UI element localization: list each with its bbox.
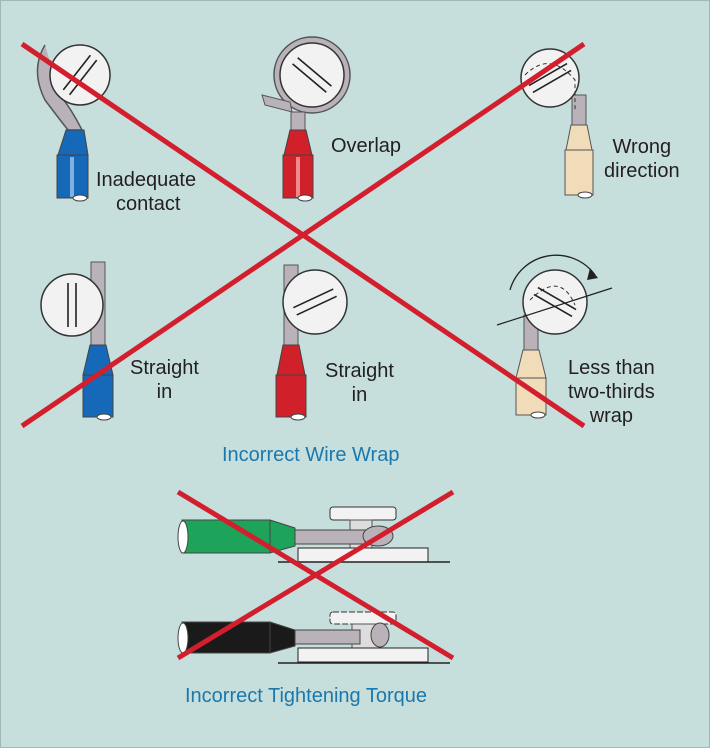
screw-head-icon <box>520 48 580 108</box>
caption-incorrect-tightening-torque: Incorrect Tightening Torque <box>185 685 428 707</box>
label-wrong-direction: Wrong direction <box>604 135 680 183</box>
label-line: Wrong <box>612 136 672 158</box>
label-line: Straight <box>325 360 394 382</box>
label-line: two-thirds <box>568 381 655 403</box>
wire-less-than-two-thirds <box>496 254 613 419</box>
label-straight-in-2: Straight in <box>325 359 394 407</box>
screw-head-icon <box>329 506 397 521</box>
screw-head-icon <box>49 44 111 106</box>
label-line: in <box>351 384 368 406</box>
screw-head-icon <box>282 269 348 335</box>
screw-head-icon <box>522 269 588 335</box>
rotation-arrow-icon <box>509 254 596 291</box>
screw-head-icon <box>40 273 104 337</box>
label-overlap: Overlap <box>331 134 401 158</box>
label-line: wrap <box>589 405 634 427</box>
wire-straight-in-red <box>275 264 348 421</box>
label-inadequate-contact: Inadequate contact <box>96 168 196 216</box>
wire-wrap-cross-icon <box>20 41 586 429</box>
screw-head-icon <box>279 42 345 108</box>
label-line: direction <box>604 160 680 182</box>
torque-cross-icon <box>176 489 455 661</box>
label-line: contact <box>116 193 181 215</box>
label-line: in <box>156 381 173 403</box>
label-line: Inadequate <box>96 169 197 191</box>
label-straight-in-1: Straight in <box>130 356 199 404</box>
label-line: Less than <box>568 357 655 379</box>
torque-wire-black <box>177 611 450 664</box>
label-less-than-two-thirds: Less than two-thirds wrap <box>568 356 655 428</box>
wire-overlap <box>261 36 351 202</box>
caption-incorrect-wire-wrap: Incorrect Wire Wrap <box>222 444 400 466</box>
label-line: Straight <box>130 357 199 379</box>
wire-straight-in-blue <box>40 261 114 421</box>
wire-wrong-direction <box>520 48 594 199</box>
wire-inadequate-contact <box>36 44 111 202</box>
label-line: Overlap <box>331 135 402 157</box>
